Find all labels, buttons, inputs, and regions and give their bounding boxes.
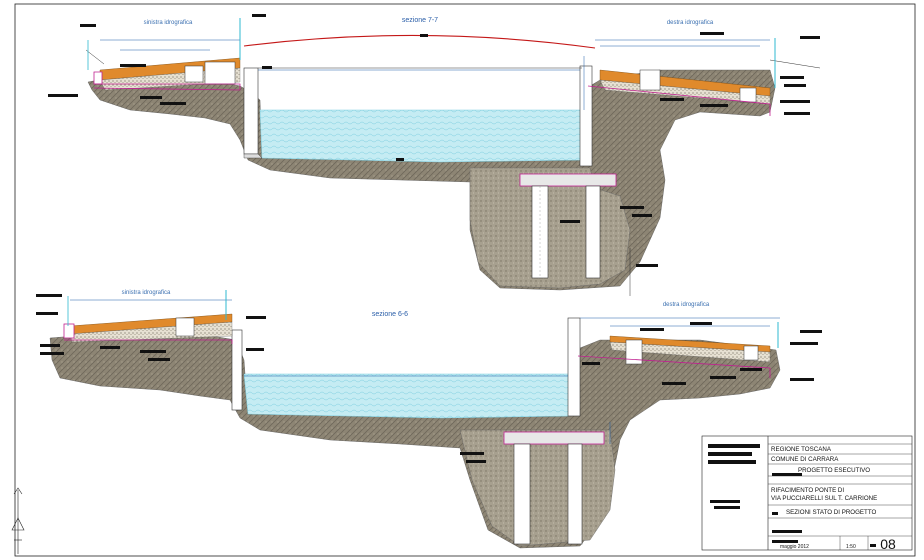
- sheet-border: [14, 3, 916, 557]
- left-abutment-wall-bottom: [231, 329, 243, 411]
- title-sheet-number: 08: [880, 536, 896, 552]
- soil-pocket-bottom: [459, 429, 616, 547]
- river-water-top: [259, 109, 586, 163]
- section-7-7: sezione 7-7 sinistra idrografica destra …: [48, 14, 821, 296]
- rock-body-bottom: [49, 331, 781, 549]
- pile-bottom-left: [513, 443, 531, 545]
- pile-top-right: [585, 185, 601, 279]
- title-scale: 1:50: [846, 544, 856, 550]
- title-drawing-name: SEZIONI STATO DI PROGETTO: [786, 509, 876, 516]
- right-bank-label-top: destra idrografica: [667, 20, 714, 26]
- title-project-line-2: VIA PUCCIARELLI SUL T. CARRIONE: [771, 495, 877, 502]
- title-block: REGIONE TOSCANA COMUNE DI CARRARA PROGET…: [701, 435, 913, 552]
- foundation-cap-top: [519, 173, 617, 187]
- right-abutment-wall-bottom: [567, 317, 581, 417]
- right-bank-label-bottom: destra idrografica: [663, 302, 710, 308]
- title-date: maggio 2012: [780, 544, 809, 550]
- deck-profile-top: [243, 34, 596, 49]
- section-7-7-title: sezione 7-7: [402, 17, 438, 24]
- foundation-cap-bottom: [503, 431, 605, 445]
- river-water-bottom: [243, 373, 571, 419]
- rock-body-top: [87, 69, 776, 291]
- title-municipality: COMUNE DI CARRARA: [771, 456, 839, 463]
- title-region: REGIONE TOSCANA: [771, 446, 832, 453]
- left-bank-label-top: sinistra idrografica: [144, 20, 193, 26]
- left-abutment-wall-top: [243, 67, 259, 155]
- right-abutment-wall-top: [579, 65, 593, 167]
- section-6-6-title: sezione 6-6: [372, 311, 408, 318]
- north-arrow-icon: [11, 487, 25, 554]
- title-project-phase: PROGETTO ESECUTIVO: [798, 467, 870, 474]
- section-6-6: sezione 6-6 sinistra idrografica destra …: [36, 290, 822, 549]
- pile-bottom-right: [567, 443, 583, 545]
- left-bank-label-bottom: sinistra idrografica: [122, 290, 171, 296]
- title-project-line-1: RIFACIMENTO PONTE DI: [771, 487, 844, 494]
